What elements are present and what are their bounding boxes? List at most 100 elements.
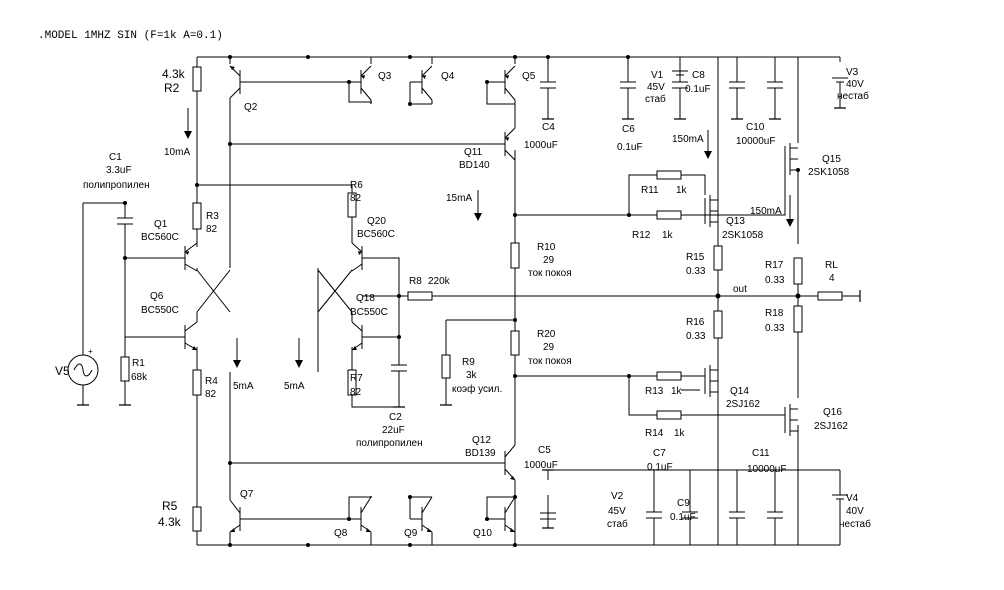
transistor-q8 [349, 496, 372, 533]
label-r10: R10 [537, 242, 556, 253]
resistor-r18 [793, 305, 803, 333]
resistor-r2 [192, 66, 202, 92]
source-v5: + [67, 347, 99, 386]
capacitor-c7 [646, 490, 662, 525]
label-v1: V1 [651, 70, 664, 81]
label-v2: V2 [611, 491, 624, 502]
label-q6: Q6 [150, 291, 164, 302]
transistor-q3 [349, 65, 372, 101]
label-q2: Q2 [244, 102, 258, 113]
label-v1-val: 45V [647, 82, 665, 93]
label-c11: C11 [752, 448, 770, 459]
resistor-r10 [510, 242, 520, 269]
label-r13-val: 1k [671, 386, 683, 397]
label-r20: R20 [537, 329, 556, 340]
label-v1-type: стаб [645, 93, 666, 105]
label-r7: R7 [350, 373, 363, 384]
capacitor-c4 [540, 75, 556, 105]
resistor-r17 [793, 257, 803, 285]
label-q4: Q4 [441, 71, 455, 82]
label-c1: C1 [109, 152, 122, 163]
label-r9: R9 [462, 357, 475, 368]
label-c4: C4 [542, 122, 555, 133]
resistor-r12 [656, 210, 682, 220]
label-q16-type: 2SJ162 [814, 421, 848, 432]
label-c5: C5 [538, 445, 551, 456]
label-rl-val: 4 [829, 273, 835, 284]
resistor-r16 [713, 310, 723, 339]
label-r6: R6 [350, 180, 363, 191]
label-r4-val: 82 [205, 389, 217, 400]
label-r4: R4 [205, 376, 218, 387]
label-v4: V4 [846, 493, 859, 504]
label-r15: R15 [686, 252, 705, 263]
label-q10: Q10 [473, 528, 492, 539]
label-r15-val: 0.33 [686, 266, 706, 277]
label-c7: C7 [653, 448, 666, 459]
resistors [120, 66, 843, 532]
label-r16-val: 0.33 [686, 331, 706, 342]
arrow-down-icon [233, 360, 241, 368]
transistor-q18 [351, 321, 363, 351]
label-q7: Q7 [240, 489, 254, 500]
capacitor-c10-a [729, 75, 745, 105]
resistor-r7 [347, 369, 357, 396]
resistor-r20 [510, 330, 520, 356]
label-r13: R13 [645, 386, 664, 397]
label-q1: Q1 [154, 219, 168, 230]
label-r3: R3 [206, 211, 219, 222]
label-r9-val: 3k [466, 370, 478, 381]
arrow-down-icon [295, 360, 303, 368]
transistors [184, 65, 798, 533]
label-15ma: 15mA [446, 193, 472, 204]
junction-dots [123, 55, 801, 547]
label-c5-val: 1000uF [524, 460, 558, 471]
label-5ma-a: 5mA [233, 381, 254, 392]
capacitors [117, 70, 848, 525]
mosfet-q15 [784, 143, 798, 175]
label-r8-val: 220k [428, 276, 451, 287]
label-r6-val: 82 [350, 193, 362, 204]
capacitor-c6 [620, 75, 636, 105]
label-q12-type: BD139 [465, 448, 496, 459]
resistor-r15 [713, 245, 723, 271]
capacitor-c5 [540, 512, 556, 520]
mosfet-q13 [700, 195, 718, 227]
label-c7-val: 0.1uF [647, 462, 673, 473]
label-r16: R16 [686, 317, 705, 328]
label-c2-val: 22uF [382, 425, 405, 436]
label-r18-val: 0.33 [765, 323, 785, 334]
resistor-r13 [656, 371, 682, 381]
label-v3: V3 [846, 67, 859, 78]
label-q18-type: BC550C [350, 307, 388, 318]
label-150ma-top: 150mA [672, 134, 704, 145]
label-r2-val: 4.3k [162, 67, 186, 81]
label-c6: C6 [622, 124, 635, 135]
resistor-r5 [192, 506, 202, 532]
capacitor-c8 [672, 75, 688, 105]
label-r12-val: 1k [662, 230, 674, 241]
transistor-q4 [410, 65, 433, 101]
label-q20-type: BC560C [357, 229, 395, 240]
label-r14: R14 [645, 428, 664, 439]
label-c10: C10 [746, 122, 765, 133]
label-q5: Q5 [522, 71, 536, 82]
transistor-q9 [410, 496, 433, 533]
transistor-q10 [487, 496, 516, 533]
label-q9: Q9 [404, 528, 418, 539]
label-q15: Q15 [822, 154, 841, 165]
label-5ma-b: 5mA [284, 381, 305, 392]
battery-v3 [832, 77, 848, 90]
label-r5-val: 4.3k [158, 515, 182, 529]
label-q13: Q13 [726, 216, 745, 227]
resistor-r6 [347, 192, 357, 218]
label-r17-val: 0.33 [765, 275, 785, 286]
transistor-q2 [229, 65, 241, 99]
ground-symbols [77, 107, 861, 529]
label-10ma: 10mA [164, 147, 190, 158]
label-r1: R1 [132, 358, 145, 369]
label-r8: R8 [409, 276, 422, 287]
label-v3-type: нестаб [837, 90, 869, 102]
label-c11-val: 10000uF [747, 464, 786, 475]
arrow-down-icon [704, 151, 712, 159]
